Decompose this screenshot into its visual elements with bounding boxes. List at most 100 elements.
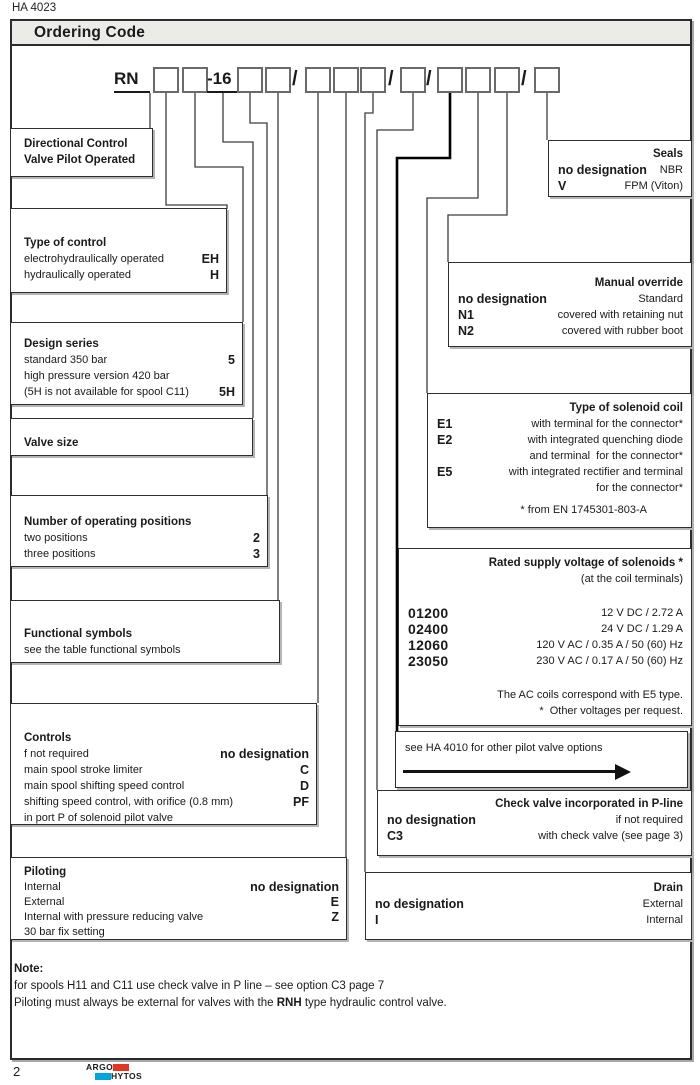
option-label: and terminal for the connector*: [529, 450, 683, 462]
option-code: E5: [437, 465, 453, 479]
option-code: EH: [201, 252, 219, 266]
option-code: no designation: [250, 880, 339, 894]
option-label: Internal with pressure reducing valve: [24, 911, 204, 923]
option-label: NBR: [659, 164, 683, 176]
option-code: 01200: [408, 605, 449, 621]
option-label: FPM (Viton): [624, 180, 683, 192]
logo-text-hytos: HYTOS: [111, 1071, 143, 1081]
code-position-box: [305, 67, 331, 93]
option-label: (5H is not available for spool C11): [24, 386, 189, 398]
code-separator: /: [426, 68, 432, 90]
option-label: covered with retaining nut: [557, 309, 683, 321]
option-code: D: [299, 779, 309, 793]
option-label: see the table functional symbols: [24, 644, 181, 656]
code-separator: /: [521, 68, 527, 90]
code-position-box: [182, 67, 208, 93]
option-code: PF: [293, 795, 309, 809]
note-label: Note:: [14, 963, 44, 975]
option-row: I Internal: [375, 912, 683, 928]
section-footnote: The AC coils correspond with E5 type.: [497, 689, 683, 701]
logo-row-argo: ARGO: [86, 1063, 142, 1072]
option-label: 230 V AC / 0.17 A / 50 (60) Hz: [536, 655, 683, 667]
section-subtitle: (at the coil terminals): [580, 573, 683, 585]
option-code: 02400: [408, 621, 449, 637]
argo-hytos-logo: ARGO HYTOS: [86, 1063, 142, 1081]
section-title: Seals: [652, 148, 683, 160]
option-label: shifting speed control, with orifice (0.…: [24, 796, 234, 808]
option-row: see the table functional symbols: [24, 642, 272, 658]
option-code: 23050: [408, 653, 449, 669]
option-code: I: [375, 913, 379, 927]
logo-red-rect: [113, 1064, 130, 1071]
option-code: no designation: [387, 813, 476, 827]
option-row: (5H is not available for spool C11)5H: [24, 384, 235, 400]
logo-cyan-rect: [95, 1073, 111, 1080]
option-code: 5: [228, 353, 235, 367]
code-fixed-text: RN: [114, 66, 150, 93]
option-label: high pressure version 420 bar: [24, 370, 170, 382]
option-code: N2: [458, 324, 474, 338]
option-label: three positions: [24, 548, 96, 560]
code-fixed-text: -16: [207, 66, 238, 93]
code-position-box: [153, 67, 179, 93]
option-label: External: [24, 896, 65, 908]
option-row: shifting speed control, with orifice (0.…: [24, 794, 309, 810]
option-label: electrohydraulically operated: [24, 253, 165, 265]
option-code: 3: [253, 547, 260, 561]
section-footnote: * Other voltages per request.: [539, 705, 683, 717]
option-label: main spool shifting speed control: [24, 780, 185, 792]
option-label: f not required: [24, 748, 89, 760]
code-position-box: [534, 67, 560, 93]
label-box-voltage: Rated supply voltage of solenoids *(at t…: [398, 548, 692, 726]
option-row: Internal with pressure reducing valve Z: [24, 910, 339, 925]
section-title: Valve size: [24, 437, 79, 449]
option-label: two positions: [24, 532, 88, 544]
section-title: Type of solenoid coil: [569, 402, 683, 414]
option-code: no designation: [458, 292, 547, 306]
code-position-box: [437, 67, 463, 93]
code-position-box: [400, 67, 426, 93]
section-title: Drain: [653, 882, 683, 894]
option-row: E5 with integrated rectifier and terminal: [437, 464, 683, 480]
label-box-type_of_control: Type of control electrohydraulically oper…: [10, 208, 227, 293]
arrow-shaft: [403, 770, 615, 773]
option-label: in port P of solenoid pilot valve: [24, 812, 173, 824]
option-label: with integrated rectifier and terminal: [508, 466, 683, 478]
section-title: Design series: [24, 338, 99, 350]
page-title: Ordering Code: [34, 24, 146, 41]
code-position-box: [494, 67, 520, 93]
option-label: main spool stroke limiter: [24, 764, 143, 776]
option-code: Z: [331, 910, 339, 924]
option-code: C3: [387, 829, 403, 843]
label-box-ha4010: see HA 4010 for other pilot valve option…: [395, 731, 688, 788]
section-title: Valve Pilot Operated: [24, 154, 136, 166]
section-title: Type of control: [24, 237, 107, 249]
option-label: with terminal for the connector*: [531, 418, 683, 430]
section-title: Directional Control: [24, 138, 128, 150]
option-row: electrohydraulically operated EH: [24, 251, 219, 267]
option-label: covered with rubber boot: [561, 325, 683, 337]
option-row: and terminal for the connector*: [437, 448, 683, 464]
doc-code-label: HA 4023: [12, 2, 57, 14]
option-label: with check valve (see page 3): [538, 830, 683, 842]
option-label: with integrated quenching diode: [527, 434, 683, 446]
option-code: N1: [458, 308, 474, 322]
header-bar: Ordering Code: [10, 19, 692, 46]
arrow-head-icon: [615, 763, 631, 780]
option-label: Internal: [646, 914, 683, 926]
note-line: for spools H11 and C11 use check valve i…: [14, 980, 385, 992]
code-separator: /: [388, 68, 394, 90]
page-number: 2: [13, 1064, 21, 1079]
